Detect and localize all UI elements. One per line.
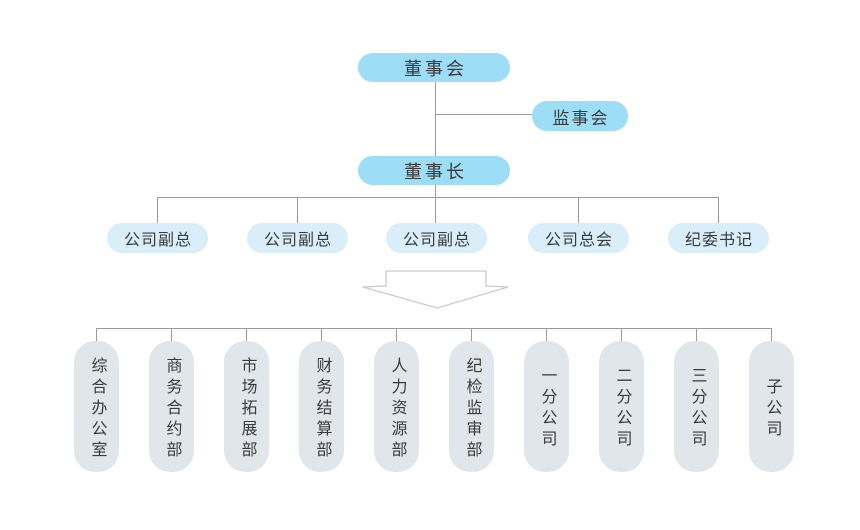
supervisory-board-node: 监事会	[532, 101, 628, 131]
department-label: 市场拓展部	[238, 356, 256, 462]
department-label: 商务合约部	[163, 356, 181, 462]
department-node-branch-2: 二分公司	[599, 341, 644, 472]
connector-dept-stub	[471, 328, 472, 341]
department-node-human-resources: 人力资源部	[374, 341, 419, 472]
department-node-general-office: 综合办公室	[74, 341, 119, 472]
department-label: 二分公司	[613, 367, 631, 451]
connector-dept-horizontal	[96, 328, 772, 329]
exec-node-discipline-secretary: 纪委书记	[668, 223, 769, 253]
exec-node-general-assembly: 公司总会	[528, 223, 629, 253]
connector-dept-stub	[171, 328, 172, 341]
department-node-business-contract: 商务合约部	[149, 341, 194, 472]
connector-dept-stub	[546, 328, 547, 341]
connector-board-chairman	[435, 82, 436, 156]
department-node-branch-3: 三分公司	[674, 341, 719, 472]
exec-node-vice-president-1: 公司副总	[107, 223, 208, 253]
department-label: 三分公司	[688, 367, 706, 451]
department-label: 纪检监审部	[463, 356, 481, 462]
department-node-subsidiary: 子公司	[749, 341, 794, 472]
connector-exec-stub	[718, 197, 719, 223]
connector-exec-stub	[157, 197, 158, 223]
department-node-market-expansion: 市场拓展部	[224, 341, 269, 472]
connector-exec-stub	[578, 197, 579, 223]
connector-dept-stub	[771, 328, 772, 341]
connector-dept-stub	[696, 328, 697, 341]
connector-dept-stub	[621, 328, 622, 341]
connector-branch-supervisory	[435, 114, 532, 115]
department-label: 综合办公室	[88, 356, 106, 462]
board-node: 董事会	[358, 53, 510, 82]
connector-chairman-down	[435, 185, 436, 223]
connector-exec-stub	[297, 197, 298, 223]
connector-dept-stub	[246, 328, 247, 341]
exec-node-vice-president-3: 公司副总	[386, 223, 487, 253]
big-down-arrow-icon	[362, 270, 509, 309]
department-node-discipline-audit: 纪检监审部	[449, 341, 494, 472]
connector-dept-stub	[321, 328, 322, 341]
department-node-finance-settlement: 财务结算部	[299, 341, 344, 472]
department-label: 人力资源部	[388, 356, 406, 462]
department-label: 子公司	[763, 377, 781, 441]
exec-node-vice-president-2: 公司副总	[247, 223, 348, 253]
department-label: 一分公司	[538, 367, 556, 451]
connector-dept-stub	[396, 328, 397, 341]
connector-dept-stub	[96, 328, 97, 341]
department-node-branch-1: 一分公司	[524, 341, 569, 472]
department-label: 财务结算部	[313, 356, 331, 462]
connector-exec-horizontal	[157, 197, 719, 198]
chairman-node: 董事长	[358, 156, 510, 185]
